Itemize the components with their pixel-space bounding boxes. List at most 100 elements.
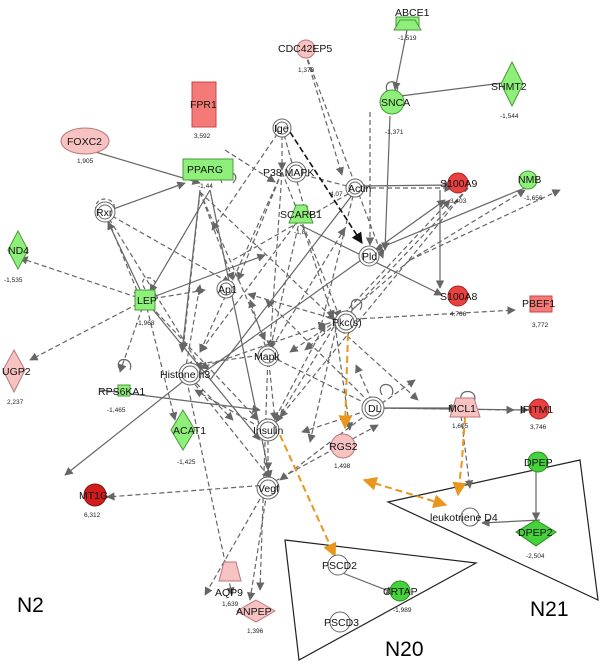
node-leukotriene-d4[interactable]: leukotriene D4	[430, 507, 498, 527]
node-ugp2[interactable]: UGP2 2,237	[2, 348, 31, 406]
svg-text:PPARG: PPARG	[187, 164, 223, 176]
node-s100a8[interactable]: S100A8 4,766	[440, 285, 478, 318]
svg-text:Ige: Ige	[274, 123, 289, 135]
svg-text:Rxr: Rxr	[96, 207, 113, 219]
node-s100a9[interactable]: S100A9 3,403	[440, 172, 478, 205]
node-cdc42ep5[interactable]: CDC42EP5 1,373	[278, 39, 332, 74]
svg-text:4,07: 4,07	[330, 191, 343, 198]
node-crtap[interactable]: CRTAP -1,989	[383, 580, 418, 614]
svg-text:-1,989: -1,989	[393, 607, 412, 614]
svg-text:3,746: 3,746	[530, 424, 547, 431]
node-nmb[interactable]: NMB -1,656	[518, 170, 543, 202]
black-dashed-edge	[289, 131, 363, 244]
node-shmt2[interactable]: SHMT2 -1,544	[491, 60, 527, 120]
node-ige[interactable]: Ige	[272, 118, 292, 138]
svg-text:FPR1: FPR1	[190, 99, 217, 111]
svg-text:NMB: NMB	[518, 174, 541, 186]
svg-text:-1,465: -1,465	[107, 407, 126, 414]
svg-text:1,905: 1,905	[77, 158, 94, 165]
region-label-n21: N21	[530, 598, 569, 621]
svg-text:MCL1: MCL1	[448, 403, 476, 415]
node-dl[interactable]: DL	[361, 396, 385, 420]
svg-text:-1,8: -1,8	[294, 229, 306, 236]
node-abce1[interactable]: ABCE1 -1,519	[393, 7, 430, 42]
node-mcl1[interactable]: MCL1 1,605	[448, 397, 481, 430]
svg-text:Mapk: Mapk	[254, 351, 280, 363]
svg-text:Histone h3: Histone h3	[160, 369, 210, 381]
svg-text:CDC42EP5: CDC42EP5	[278, 43, 332, 55]
svg-text:RPS6KA1: RPS6KA1	[98, 386, 145, 398]
svg-text:Actin: Actin	[348, 183, 372, 195]
node-snca[interactable]: SNCA -1,371	[379, 89, 410, 136]
node-actin[interactable]: Actin	[345, 178, 372, 198]
svg-text:ND4: ND4	[8, 245, 29, 257]
node-vegf[interactable]: Vegf	[256, 476, 280, 500]
svg-text:DPEP: DPEP	[524, 457, 553, 469]
node-pkcs[interactable]: Pkc(s)	[332, 310, 362, 334]
node-ap1[interactable]: Ap1	[216, 279, 237, 299]
node-ifitm1[interactable]: IFITM1 3,746	[520, 398, 553, 431]
region-triangles	[284, 459, 599, 661]
node-anpep[interactable]: ANPEP 1,396	[236, 599, 276, 635]
node-p38-mapk[interactable]: P38 MAPK	[263, 161, 314, 183]
node-mapk[interactable]: Mapk	[254, 345, 280, 367]
node-pld[interactable]: Pld	[358, 245, 380, 267]
svg-text:S100A8: S100A8	[440, 291, 478, 303]
node-nd4[interactable]: ND4 -1,535	[4, 229, 29, 284]
svg-text:UGP2: UGP2	[2, 366, 31, 378]
svg-text:1,605: 1,605	[452, 423, 469, 430]
svg-text:leukotriene D4: leukotriene D4	[430, 512, 498, 524]
svg-text:Pld: Pld	[362, 251, 377, 263]
svg-text:RGS2: RGS2	[329, 441, 358, 453]
svg-text:S100A9: S100A9	[440, 178, 478, 190]
svg-text:DL: DL	[368, 403, 382, 415]
svg-text:1,396: 1,396	[247, 628, 264, 635]
svg-text:-1,519: -1,519	[398, 35, 417, 42]
node-dpep[interactable]: DPEP	[524, 451, 553, 473]
node-scarb1[interactable]: SCARB1 -1,8	[280, 204, 322, 236]
svg-text:SHMT2: SHMT2	[491, 81, 527, 93]
node-pscd3[interactable]: PSCD3	[324, 611, 359, 633]
node-rps6ka1[interactable]: RPS6KA1 -1,465	[98, 384, 145, 414]
svg-text:Vegf: Vegf	[258, 483, 279, 495]
node-pparg[interactable]: PPARG -1,44	[182, 158, 234, 190]
node-foxc2[interactable]: FOXC2 1,905	[60, 127, 110, 165]
svg-text:4,766: 4,766	[450, 311, 467, 318]
svg-text:SNCA: SNCA	[381, 97, 410, 109]
svg-text:-1,425: -1,425	[177, 459, 196, 466]
svg-text:3,403: 3,403	[450, 198, 467, 205]
node-lep[interactable]: LEP -1,968	[134, 289, 157, 327]
svg-text:-1,544: -1,544	[500, 113, 519, 120]
svg-text:Insulin: Insulin	[253, 425, 284, 437]
svg-text:AQP9: AQP9	[215, 587, 243, 599]
region-label-n2: N2	[17, 594, 44, 617]
node-rxr[interactable]: Rxr	[94, 201, 116, 223]
svg-text:-1,535: -1,535	[4, 277, 23, 284]
node-histone-h3[interactable]: Histone h3	[160, 362, 210, 386]
svg-text:1,498: 1,498	[334, 463, 351, 470]
svg-text:DPEP2: DPEP2	[518, 527, 553, 539]
node-insulin[interactable]: Insulin	[253, 418, 284, 442]
node-acat1[interactable]: ACAT1 -1,425	[170, 409, 206, 466]
node-mt1g[interactable]: MT1G 6,312	[79, 483, 108, 519]
region-n21-triangle	[386, 459, 599, 602]
node-rgs2[interactable]: RGS2 1,498	[329, 433, 358, 470]
svg-text:IFITM1: IFITM1	[520, 404, 553, 416]
svg-text:-1,656: -1,656	[524, 195, 543, 202]
svg-text:FOXC2: FOXC2	[67, 136, 102, 148]
svg-text:P38 MAPK: P38 MAPK	[263, 167, 314, 179]
svg-text:-1,44: -1,44	[198, 183, 213, 190]
region-n20-triangle	[284, 539, 478, 661]
solid-edges	[64, 29, 541, 595]
svg-text:SCARB1: SCARB1	[280, 209, 322, 221]
node-fpr1[interactable]: FPR1 3,592	[190, 81, 217, 140]
svg-text:LEP: LEP	[137, 295, 157, 307]
node-dpep2[interactable]: DPEP2 -2,504	[515, 519, 557, 560]
svg-text:PSCD2: PSCD2	[322, 560, 357, 572]
node-pscd2[interactable]: PSCD2	[322, 554, 357, 576]
node-pbef1[interactable]: PBEF1 3,772	[522, 295, 555, 329]
node-aqp9[interactable]: AQP9 1,639	[215, 561, 243, 608]
svg-text:Ap1: Ap1	[218, 284, 237, 296]
svg-text:1,639: 1,639	[222, 601, 239, 608]
